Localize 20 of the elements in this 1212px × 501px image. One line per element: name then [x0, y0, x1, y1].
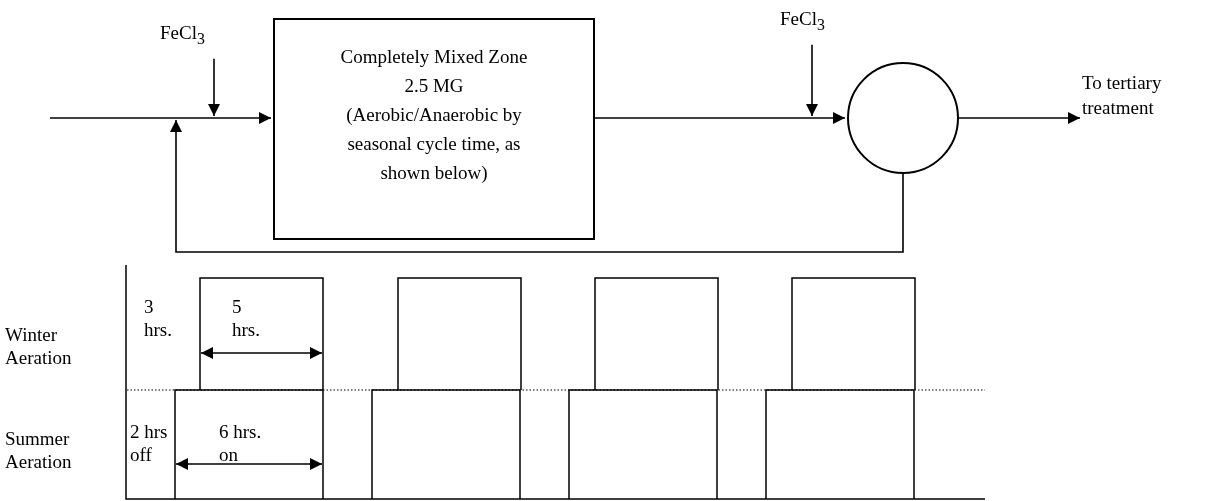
chemical-label: FeCl$_{3}$ [780, 7, 825, 35]
flow-arrow [594, 112, 846, 124]
flow-arrow [958, 112, 1081, 124]
chemical-label: FeCl$_{3}$ [160, 21, 205, 49]
note-text: (Aerobic/Anaerobic by seasonal cycle time, as shown below) [345, 103, 523, 185]
flow-arrow [170, 119, 904, 253]
process-box [273, 18, 595, 240]
flow-arrow [806, 44, 818, 117]
row-label: Winter Aeration [5, 323, 73, 369]
flow-arrow [49, 112, 272, 124]
duration-label: 3 hrs. [144, 295, 173, 341]
duration-label: 6 hrs. on [219, 420, 263, 466]
flow-arrow [208, 58, 220, 117]
volume-text: 2.5 MG [403, 74, 465, 98]
row-label: Summer Aeration [5, 427, 73, 473]
duration-label: 5 hrs. [232, 295, 261, 341]
outlet-label: To tertiary treatment [1082, 71, 1162, 120]
clarifier-circle [847, 62, 959, 174]
duration-label: 2 hrs off [130, 420, 169, 466]
box-title: Completely Mixed Zone [339, 45, 529, 69]
